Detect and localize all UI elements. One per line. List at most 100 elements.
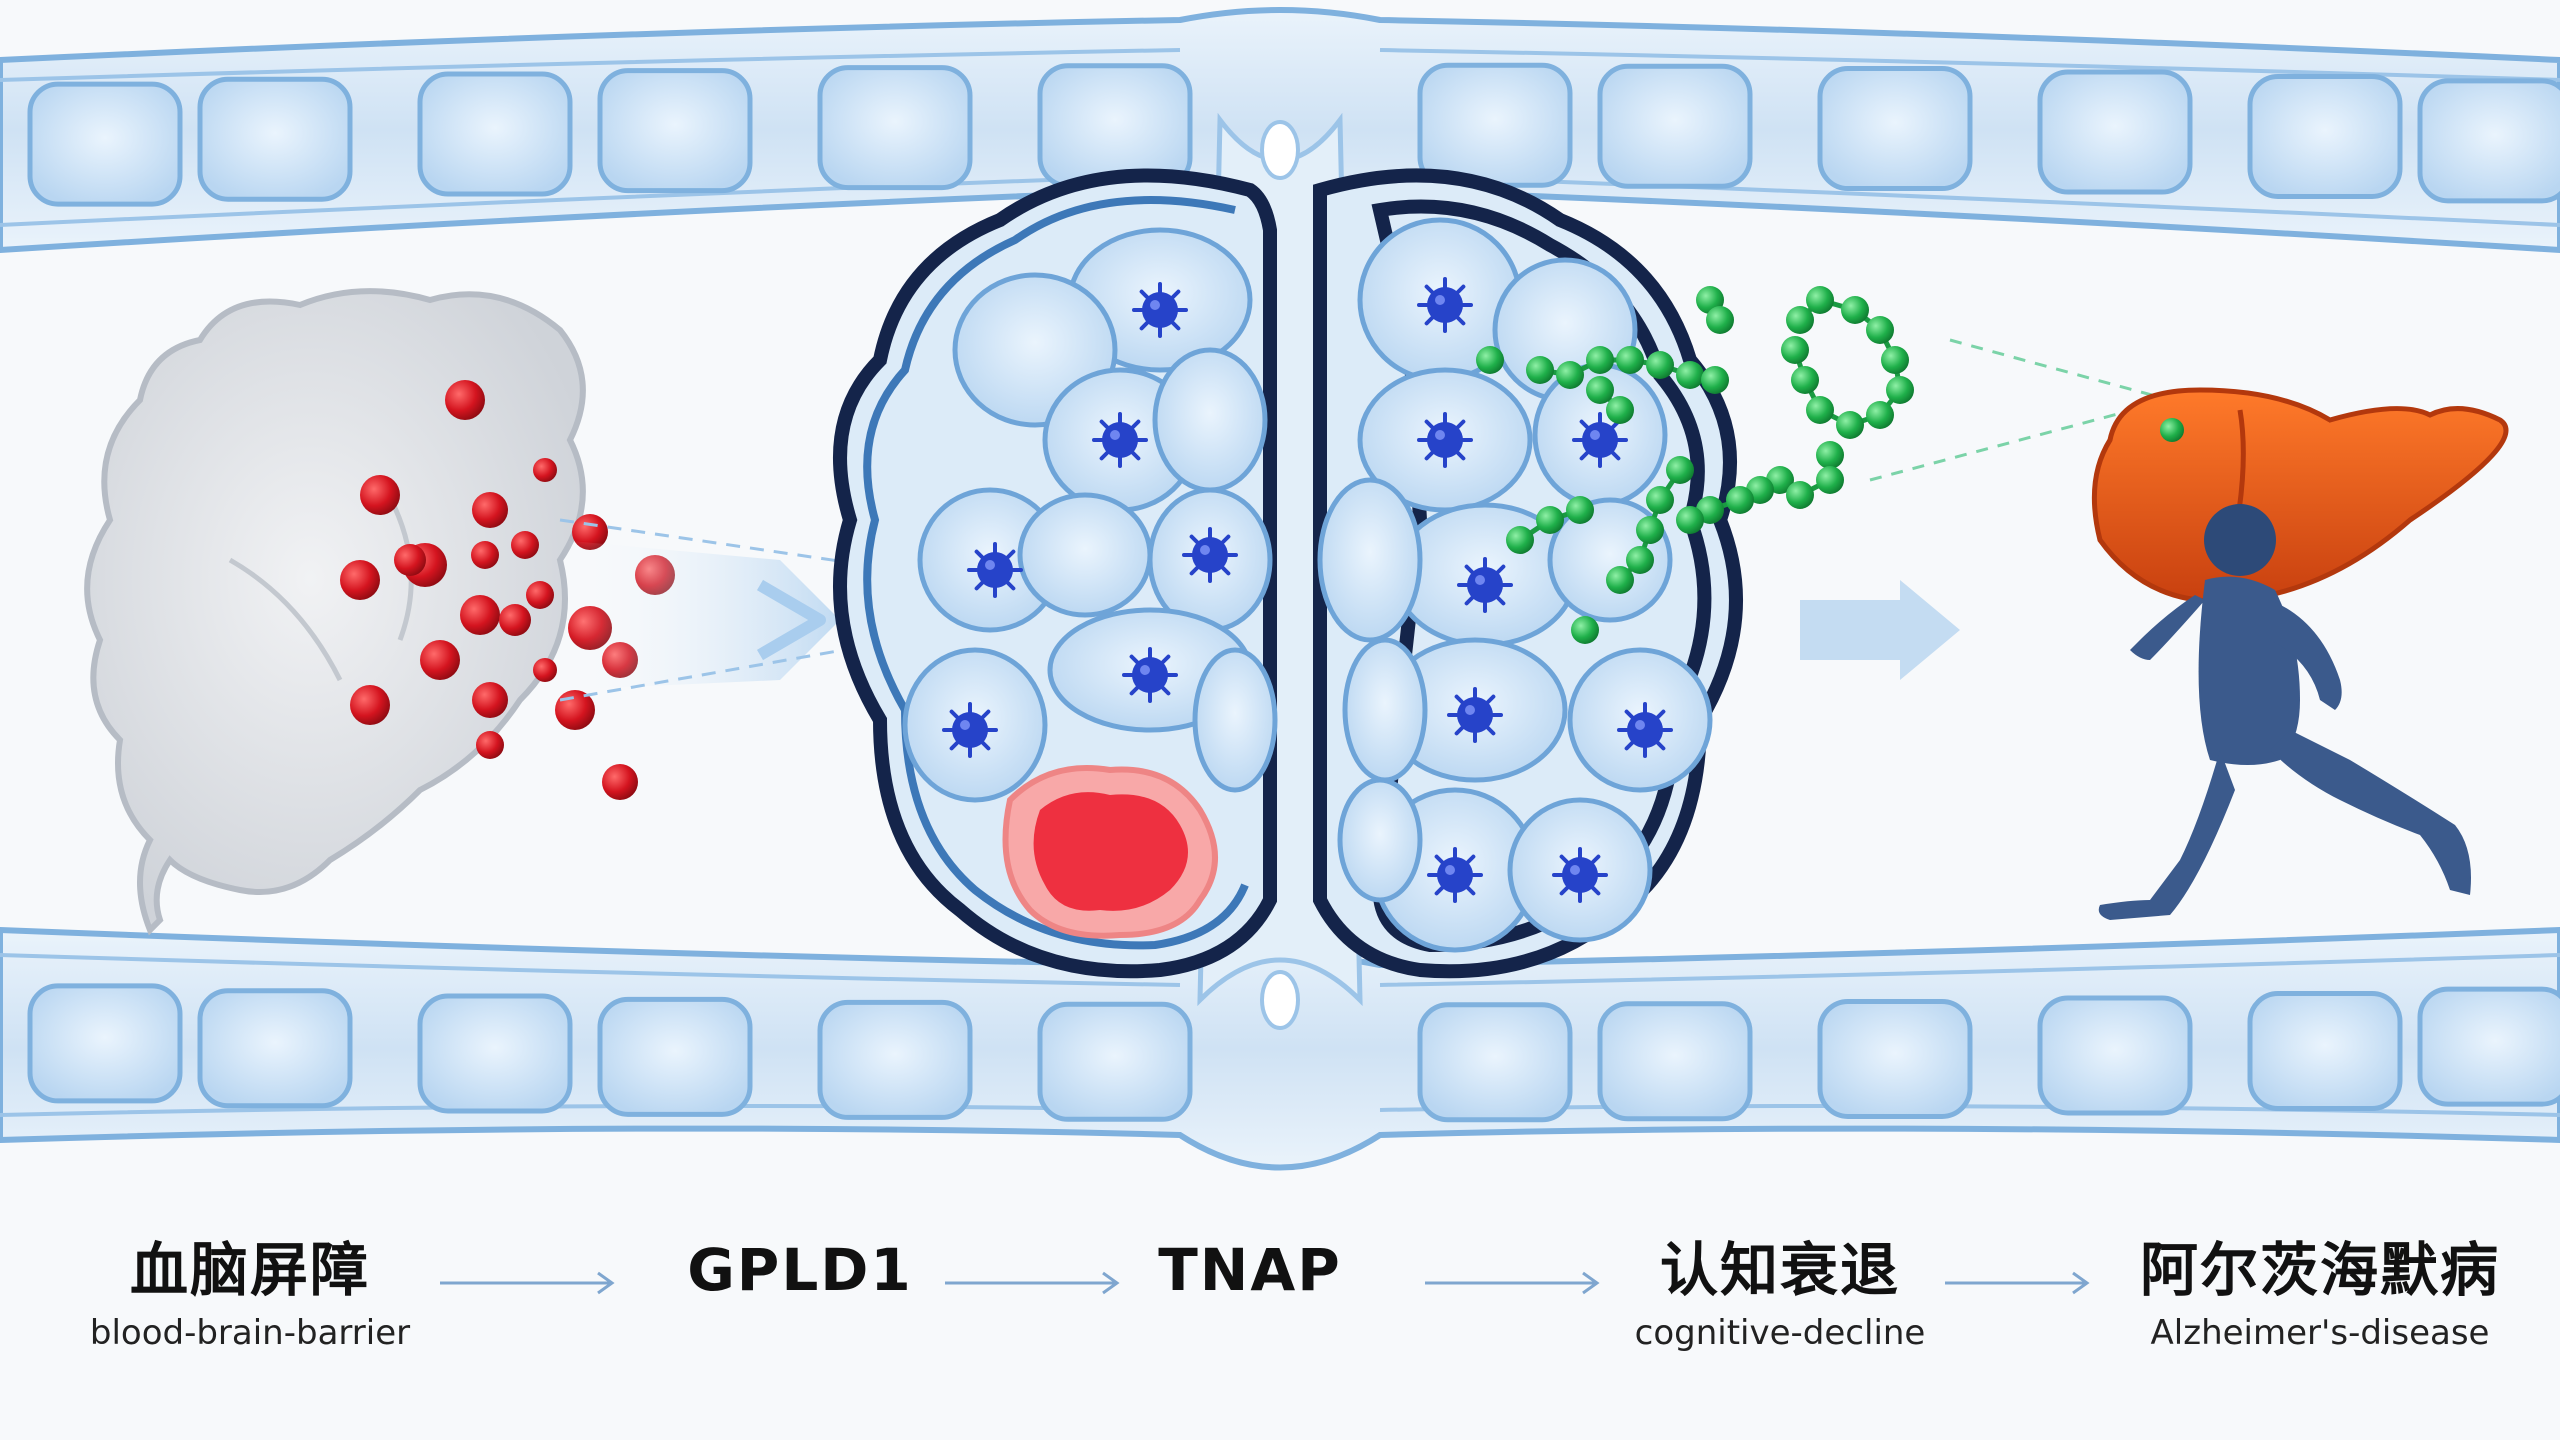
red-particle	[472, 682, 508, 718]
red-particle	[572, 514, 608, 550]
step-title: GPLD1	[687, 1236, 913, 1304]
step-title: 阿尔茨海默病	[2139, 1236, 2500, 1304]
endothelial-cell	[417, 993, 573, 1114]
green-molecule-bead	[1636, 516, 1664, 544]
endothelial-cell	[1037, 63, 1193, 189]
green-molecule-bead	[1646, 351, 1674, 379]
green-molecule-bead	[1536, 506, 1564, 534]
endothelial-cell	[417, 71, 573, 197]
endothelial-cell	[1817, 66, 1973, 192]
endothelial-cell	[2247, 73, 2403, 199]
endothelial-cell	[27, 983, 183, 1104]
endothelial-cell	[2037, 69, 2193, 195]
arrow-right-icon	[440, 1271, 615, 1295]
red-particle	[460, 595, 500, 635]
gray-organ-icon	[84, 288, 586, 936]
green-molecule-bead	[1676, 361, 1704, 389]
brain-cell	[1017, 492, 1153, 618]
green-molecule-bead	[1476, 346, 1504, 374]
nucleus-icon	[1132, 282, 1188, 338]
nucleus-icon	[1182, 527, 1238, 583]
green-molecule-bead	[1646, 486, 1674, 514]
nucleus-icon	[1417, 412, 1473, 468]
green-molecule-bead	[1616, 346, 1644, 374]
green-molecule-bead	[1526, 356, 1554, 384]
green-molecule-bead	[1666, 456, 1694, 484]
red-particle	[499, 604, 531, 636]
red-particle	[394, 544, 426, 576]
green-molecule-chain	[1476, 286, 1914, 644]
green-molecule-bead	[1841, 296, 1869, 324]
red-particle	[360, 475, 400, 515]
brain-cell	[1342, 637, 1428, 783]
red-particle	[526, 581, 554, 609]
red-particle	[340, 560, 380, 600]
step-subtitle: blood-brain-barrier	[89, 1313, 411, 1353]
green-molecule-bead	[1586, 376, 1614, 404]
nucleus-icon	[1572, 412, 1628, 468]
step-gpld1: GPLD1	[620, 1230, 980, 1310]
nucleus-icon	[1417, 277, 1473, 333]
green-molecule-bead	[1706, 306, 1734, 334]
endothelial-cell	[2037, 995, 2193, 1116]
endothelial-cell	[2417, 986, 2560, 1107]
brain-cell	[1152, 347, 1268, 493]
green-molecule-bead	[1816, 441, 1844, 469]
red-particle	[350, 685, 390, 725]
nucleus-icon	[1122, 647, 1178, 703]
nucleus-icon	[1617, 702, 1673, 758]
green-molecule-bead	[1791, 366, 1819, 394]
red-particle	[602, 764, 638, 800]
step-title: TNAP	[1158, 1236, 1342, 1304]
step-title: 认知衰退	[1659, 1236, 1900, 1304]
nucleus-icon	[1457, 557, 1513, 613]
green-molecule-bead	[1816, 466, 1844, 494]
nucleus-icon	[1447, 687, 1503, 743]
green-molecule-bead	[1626, 546, 1654, 574]
endothelial-cell	[197, 76, 353, 202]
nucleus-icon	[1552, 847, 1608, 903]
green-molecule-bead	[1676, 506, 1704, 534]
pathway-labels: 血脑屏障 blood-brain-barrier GPLD1 TNAP 认知衰退…	[0, 1230, 2560, 1410]
green-molecule-bead	[1571, 616, 1599, 644]
red-particle	[472, 492, 508, 528]
red-particle	[511, 531, 539, 559]
green-molecule-bead	[1866, 316, 1894, 344]
step-cognitive-decline: 认知衰退 cognitive-decline	[1600, 1230, 1960, 1356]
nucleus-icon	[1092, 412, 1148, 468]
top-vessel-cells	[27, 62, 2560, 207]
green-molecule-bead	[1836, 411, 1864, 439]
bottom-vessel-cells	[27, 983, 2560, 1123]
green-molecule-bead	[1556, 361, 1584, 389]
red-particle	[445, 380, 485, 420]
liver-icon	[2091, 387, 2509, 604]
endothelial-cell	[27, 81, 183, 207]
green-molecule-bead	[1606, 566, 1634, 594]
endothelial-cell	[1817, 998, 1973, 1119]
arrow-right-icon	[945, 1271, 1120, 1295]
green-molecule-bead	[1726, 486, 1754, 514]
green-molecule-bead	[1506, 526, 1534, 554]
endothelial-cell	[597, 68, 753, 194]
endothelial-cell	[2417, 78, 2560, 204]
lesion-icon	[1002, 765, 1218, 939]
red-particle	[420, 640, 460, 680]
endothelial-cell	[597, 996, 753, 1117]
green-molecule-bead	[1806, 396, 1834, 424]
endothelial-cell	[1037, 1001, 1193, 1122]
step-alzheimers-disease: 阿尔茨海默病 Alzheimer's-disease	[2110, 1230, 2530, 1356]
green-molecule-bead	[1701, 366, 1729, 394]
arrow-right-icon	[1800, 338, 2171, 680]
green-molecule-bead	[1866, 401, 1894, 429]
step-blood-brain-barrier: 血脑屏障 blood-brain-barrier	[70, 1230, 430, 1356]
green-molecule-bead	[1786, 481, 1814, 509]
brain-cells	[902, 217, 1713, 953]
brain-cell	[1192, 647, 1278, 793]
green-molecule-bead	[1806, 286, 1834, 314]
red-particle	[533, 458, 557, 482]
endothelial-cell	[1417, 1002, 1573, 1123]
brain-cell	[1317, 477, 1423, 643]
step-title: 血脑屏障	[129, 1236, 370, 1304]
green-molecule-bead	[1781, 336, 1809, 364]
